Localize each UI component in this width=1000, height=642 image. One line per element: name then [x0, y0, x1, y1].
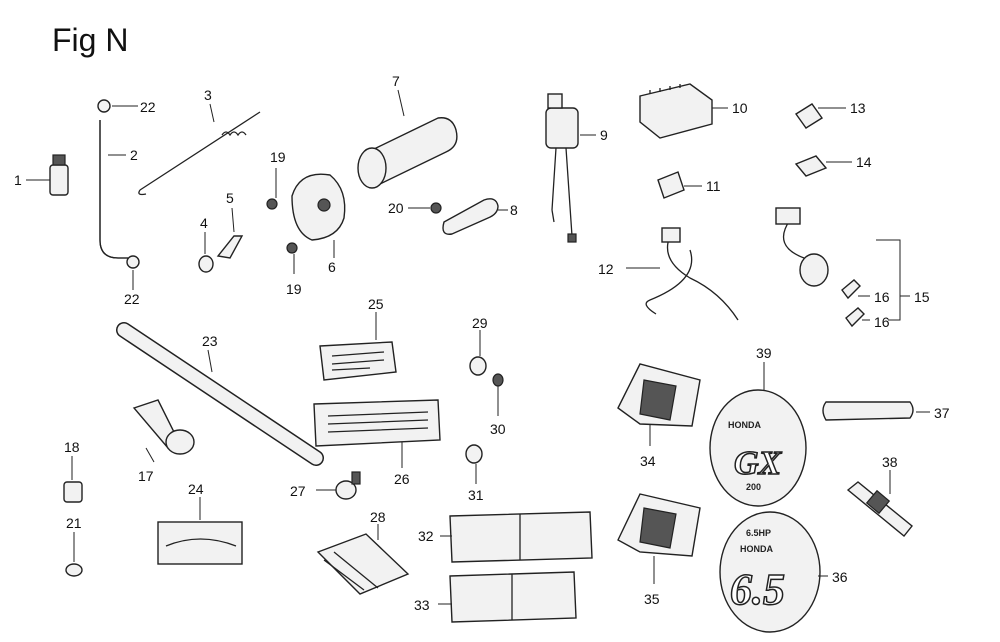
part-17-wrench[interactable]: 17	[132, 399, 195, 484]
part-22-clamp-top[interactable]: 22	[97, 99, 156, 115]
part-4-cap[interactable]: 4	[198, 215, 214, 273]
part-18-bolt[interactable]: 18	[63, 439, 83, 503]
callout-10: 10	[732, 100, 748, 116]
part-31-clip[interactable]: 31	[465, 444, 484, 503]
callout-18: 18	[64, 439, 80, 455]
callout-19b: 19	[286, 281, 302, 297]
part-27-switch[interactable]: 27	[290, 471, 361, 500]
part-39-gx-emblem[interactable]: HONDA GX 200 39	[709, 345, 807, 507]
callout-34: 34	[640, 453, 656, 469]
part-11-relay[interactable]: 11	[657, 171, 721, 199]
part-21-nut[interactable]: 20	[388, 200, 442, 216]
emblem-honda-top: HONDA	[728, 420, 761, 430]
part-16-key-top[interactable]: 16	[841, 279, 890, 305]
callout-2: 2	[130, 147, 138, 163]
emblem-honda-bottom: HONDA	[740, 544, 773, 554]
figure-title: Fig N	[52, 22, 129, 58]
callout-16a: 16	[874, 289, 890, 305]
callout-3: 3	[204, 87, 212, 103]
part-29-grommet[interactable]: 29	[469, 315, 488, 376]
callout-38: 38	[882, 454, 898, 470]
part-22-clamp-bottom[interactable]: 22	[124, 255, 140, 307]
part-7-grip[interactable]: 7	[357, 73, 458, 189]
callout-22a: 22	[140, 99, 156, 115]
part-28-tool-bag[interactable]: 28	[316, 509, 410, 595]
part-16-key-bottom[interactable]: 16	[845, 307, 890, 330]
part-2-breather-tube[interactable]: 2	[99, 120, 138, 259]
part-38-spark-plug[interactable]: 38	[846, 454, 913, 537]
callout-23: 23	[202, 333, 218, 349]
part-32-warning-label[interactable]: 32	[418, 511, 593, 563]
callout-21: 20	[388, 200, 404, 216]
part-1-drain-plug[interactable]: 1	[14, 154, 69, 196]
callout-6: 6	[328, 259, 336, 275]
part-3-governor-rod[interactable]: 3	[138, 87, 261, 196]
part-26-label[interactable]: 26	[313, 399, 441, 487]
callout-15: 15	[914, 289, 930, 305]
emblem-top-small: 6.5HP	[746, 528, 771, 538]
part-9-ignition-coil[interactable]: 9	[545, 93, 608, 243]
callout-8: 8	[510, 202, 518, 218]
emblem-gx-size: 200	[746, 482, 761, 492]
part-34-mount[interactable]: 34	[617, 363, 701, 469]
callout-24: 24	[188, 481, 204, 497]
callout-1: 1	[14, 172, 22, 188]
callout-17: 17	[138, 468, 154, 484]
callout-22b: 22	[124, 291, 140, 307]
callout-29: 29	[472, 315, 488, 331]
callout-25: 25	[368, 296, 384, 312]
part-24-level-label[interactable]: 24	[157, 481, 243, 565]
part-36-hp-emblem[interactable]: 6.5HP HONDA 6.5 36	[719, 511, 848, 633]
callout-26: 26	[394, 471, 410, 487]
part-23-tube[interactable]: 23	[116, 322, 324, 466]
part-30-washer[interactable]: 30	[490, 373, 506, 437]
callout-12: 12	[598, 261, 614, 277]
callout-33: 33	[414, 597, 430, 613]
part-19-bolt-top[interactable]: 19	[266, 149, 286, 210]
callout-20: 21	[66, 515, 82, 531]
callout-36: 36	[832, 569, 848, 585]
callout-4: 4	[200, 215, 208, 231]
emblem-big-num: 6.5	[730, 565, 785, 614]
part-35-mount[interactable]: 35	[617, 493, 701, 607]
part-6-cover[interactable]: 6	[291, 173, 346, 275]
part-14-bulb[interactable]: 14	[794, 154, 872, 177]
callout-35: 35	[644, 591, 660, 607]
callout-11: 11	[706, 178, 721, 194]
part-15-ignition-switch[interactable]: 15	[775, 207, 930, 321]
callout-7: 7	[392, 73, 400, 89]
part-13-bulb[interactable]: 13	[794, 100, 866, 129]
callout-16b: 16	[874, 314, 890, 330]
callout-19a: 19	[270, 149, 286, 165]
part-10-rectifier[interactable]: 10	[639, 83, 748, 139]
part-12-wire-harness[interactable]: 12	[598, 227, 739, 321]
callout-30: 30	[490, 421, 506, 437]
callout-39: 39	[756, 345, 772, 361]
callout-32: 32	[418, 528, 434, 544]
part-5-pin[interactable]: 5	[216, 190, 244, 259]
part-8-gasket[interactable]: 8	[442, 198, 518, 235]
callout-9: 9	[600, 127, 608, 143]
part-25-label[interactable]: 25	[319, 296, 397, 381]
callout-14: 14	[856, 154, 872, 170]
callout-13: 13	[850, 100, 866, 116]
callout-5: 5	[226, 190, 234, 206]
part-37-grip-strip[interactable]: 37	[822, 401, 950, 421]
callout-27: 27	[290, 483, 306, 499]
emblem-gx: GX	[734, 445, 783, 482]
callout-31: 31	[468, 487, 484, 503]
part-33-warning-label[interactable]: 33	[414, 571, 577, 623]
callout-28: 28	[370, 509, 386, 525]
callout-37: 37	[934, 405, 950, 421]
part-20-washer[interactable]: 21	[65, 515, 83, 577]
part-19-bolt-bottom[interactable]: 19	[286, 242, 302, 297]
